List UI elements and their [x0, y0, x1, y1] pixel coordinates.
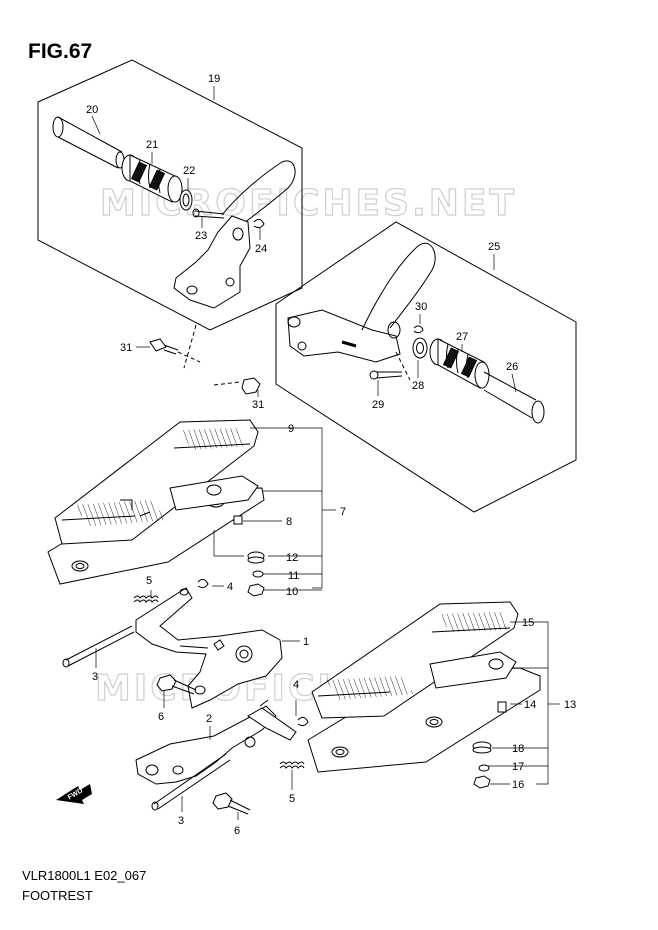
hook-wire-right [361, 243, 436, 331]
callout-3-lower: 3 [178, 815, 184, 827]
leader-lines-floorboard-left [213, 427, 336, 591]
callout-labels: 19 20 21 22 23 24 25 30 27 26 28 29 31 3… [86, 73, 576, 837]
callout-15: 15 [522, 617, 534, 629]
clip-24 [253, 218, 265, 229]
rubber-27 [429, 338, 490, 389]
callout-pointers [91, 86, 517, 397]
footrest-bracket-left [173, 215, 251, 309]
pin-26 [483, 371, 545, 424]
callout-30: 30 [415, 301, 427, 313]
callout-18: 18 [512, 743, 524, 755]
washer-28 [412, 337, 428, 359]
forward-direction-arrow: FWD [56, 784, 92, 804]
callout-4-upper: 4 [227, 581, 233, 593]
callout-21: 21 [146, 139, 158, 151]
pin-3a [65, 625, 133, 661]
floorboard-left [47, 419, 265, 585]
footrest-bracket-right [287, 309, 401, 363]
callout-29: 29 [372, 399, 384, 411]
hook-wire [221, 160, 296, 227]
bolt-6b [212, 792, 251, 815]
washer-11 [252, 570, 264, 578]
leader-lines-bracket-1 [95, 585, 300, 708]
rubber-21 [121, 154, 183, 203]
callout-31-upper: 31 [120, 342, 132, 354]
callout-4-lower: 4 [293, 679, 299, 691]
callout-3-upper: 3 [92, 671, 98, 683]
clip-4b [297, 716, 309, 727]
leader-lines-floorboard-right [488, 621, 560, 785]
callout-6-lower: 6 [234, 825, 240, 837]
callout-31-lower: 31 [252, 399, 264, 411]
figure-title: FIG.67 [28, 40, 93, 63]
bolt-29 [369, 370, 403, 380]
callout-12: 12 [286, 552, 298, 564]
callout-26: 26 [506, 361, 518, 373]
callout-23: 23 [195, 230, 207, 242]
callout-28: 28 [412, 380, 424, 392]
callout-14: 14 [524, 699, 536, 711]
callout-20: 20 [86, 104, 98, 116]
bolt-14 [497, 701, 507, 713]
leader-lines-bracket-2 [181, 700, 297, 820]
bolt-31-lower [213, 377, 261, 395]
callout-5-upper: 5 [146, 575, 152, 587]
bolt-23 [192, 208, 225, 219]
callout-6-upper: 6 [158, 711, 164, 723]
clip-30 [413, 325, 424, 334]
footer-section-name: FOOTREST [22, 888, 93, 903]
footrest-bracket-1 [62, 578, 283, 709]
callout-27: 27 [456, 331, 468, 343]
footrest-bracket-2 [135, 699, 309, 815]
callout-10: 10 [286, 586, 298, 598]
callout-11: 11 [288, 570, 299, 582]
bolt-6a [156, 674, 197, 695]
bolt-8 [233, 515, 243, 525]
bolt-31-upper [149, 324, 201, 369]
floorboard-right-hardware [472, 701, 507, 789]
passenger-footrest-assembly-left [37, 59, 303, 331]
floorboard-right [307, 601, 541, 773]
callout-1: 1 [303, 636, 309, 648]
assembly-25-box [275, 221, 577, 513]
callout-9: 9 [288, 423, 294, 435]
callout-22: 22 [183, 165, 195, 177]
callout-5-lower: 5 [289, 793, 295, 805]
passenger-footrest-assembly-right [275, 221, 577, 513]
clip-4a [197, 578, 209, 589]
callout-16: 16 [512, 779, 524, 791]
callout-19: 19 [208, 73, 220, 85]
callout-8: 8 [286, 516, 292, 528]
callout-13: 13 [564, 699, 576, 711]
nut-10 [247, 583, 265, 597]
washer-22 [179, 189, 193, 211]
spring-5b [279, 761, 305, 765]
callout-17: 17 [512, 761, 524, 773]
assembly-19-box [37, 59, 303, 331]
callout-25: 25 [488, 241, 500, 253]
washer-17 [478, 764, 490, 772]
callout-7: 7 [340, 506, 346, 518]
nut-16 [473, 775, 491, 789]
pin-3b [153, 753, 227, 805]
callout-24: 24 [255, 243, 267, 255]
pin-20 [52, 116, 125, 169]
floorboard-left-hardware [233, 515, 265, 597]
callout-2: 2 [206, 713, 212, 725]
spring-5a [133, 595, 159, 599]
footer-model-code: VLR1800L1 E02_067 [22, 868, 147, 883]
